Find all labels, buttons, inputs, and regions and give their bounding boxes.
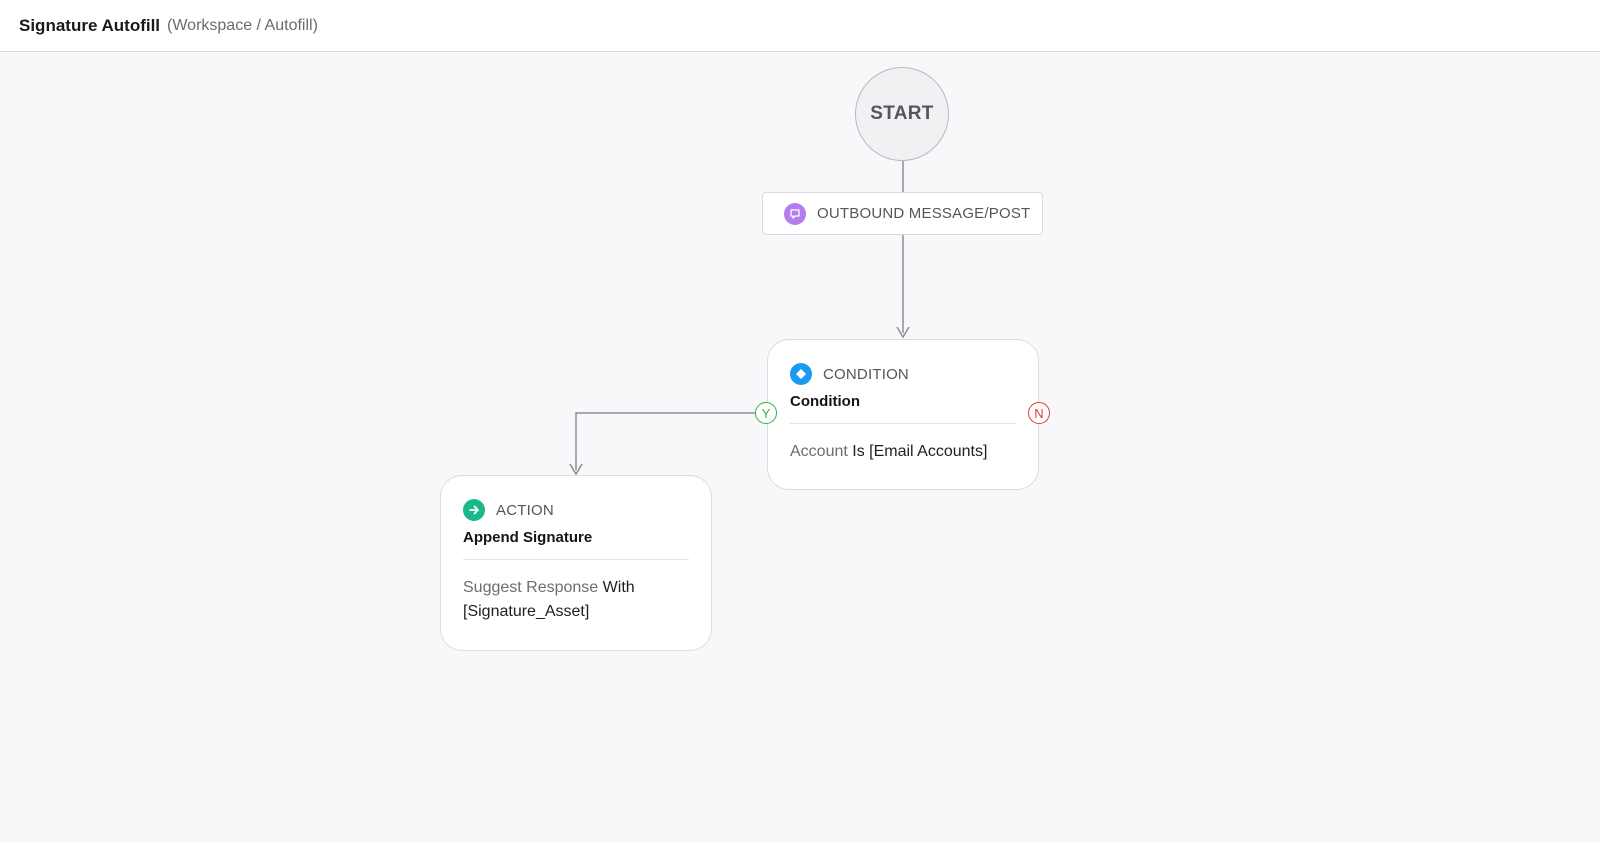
condition-header: CONDITION	[790, 362, 1016, 386]
start-label: START	[870, 103, 934, 124]
condition-node[interactable]: CONDITION Condition Account Is [Email Ac…	[767, 339, 1039, 490]
diamond-icon	[790, 363, 812, 385]
condition-rule: Account Is [Email Accounts]	[790, 440, 1016, 464]
action-rule: Suggest Response With [Signature_Asset]	[463, 576, 689, 624]
no-port[interactable]: N	[1028, 402, 1050, 424]
start-node[interactable]: START	[855, 67, 949, 161]
action-node[interactable]: ACTION Append Signature Suggest Response…	[440, 475, 712, 651]
action-name: Append Signature	[463, 529, 593, 546]
condition-rule-field: Account	[790, 443, 848, 460]
message-icon	[784, 202, 806, 225]
action-header: ACTION	[463, 498, 689, 522]
yes-port[interactable]: Y	[755, 402, 777, 424]
page-header: Signature Autofill (Workspace / Autofill…	[0, 0, 1600, 52]
divider	[790, 423, 1016, 424]
condition-type-label: CONDITION	[823, 365, 909, 383]
page-title: Signature Autofill	[19, 15, 161, 35]
breadcrumb[interactable]: (Workspace / Autofill)	[167, 16, 318, 34]
arrow-right-icon	[463, 499, 485, 521]
yes-label: Y	[761, 405, 771, 421]
action-type-label: ACTION	[496, 501, 554, 519]
divider	[463, 559, 689, 560]
condition-rule-value: Is [Email Accounts]	[852, 443, 988, 460]
trigger-node[interactable]: OUTBOUND MESSAGE/POST	[762, 192, 1043, 235]
trigger-label: OUTBOUND MESSAGE/POST	[817, 205, 1031, 222]
condition-name: Condition	[790, 393, 860, 410]
action-rule-field: Suggest Response	[463, 579, 599, 596]
no-label: N	[1034, 405, 1044, 421]
action-rule-value: With [Signature_Asset]	[463, 579, 635, 620]
